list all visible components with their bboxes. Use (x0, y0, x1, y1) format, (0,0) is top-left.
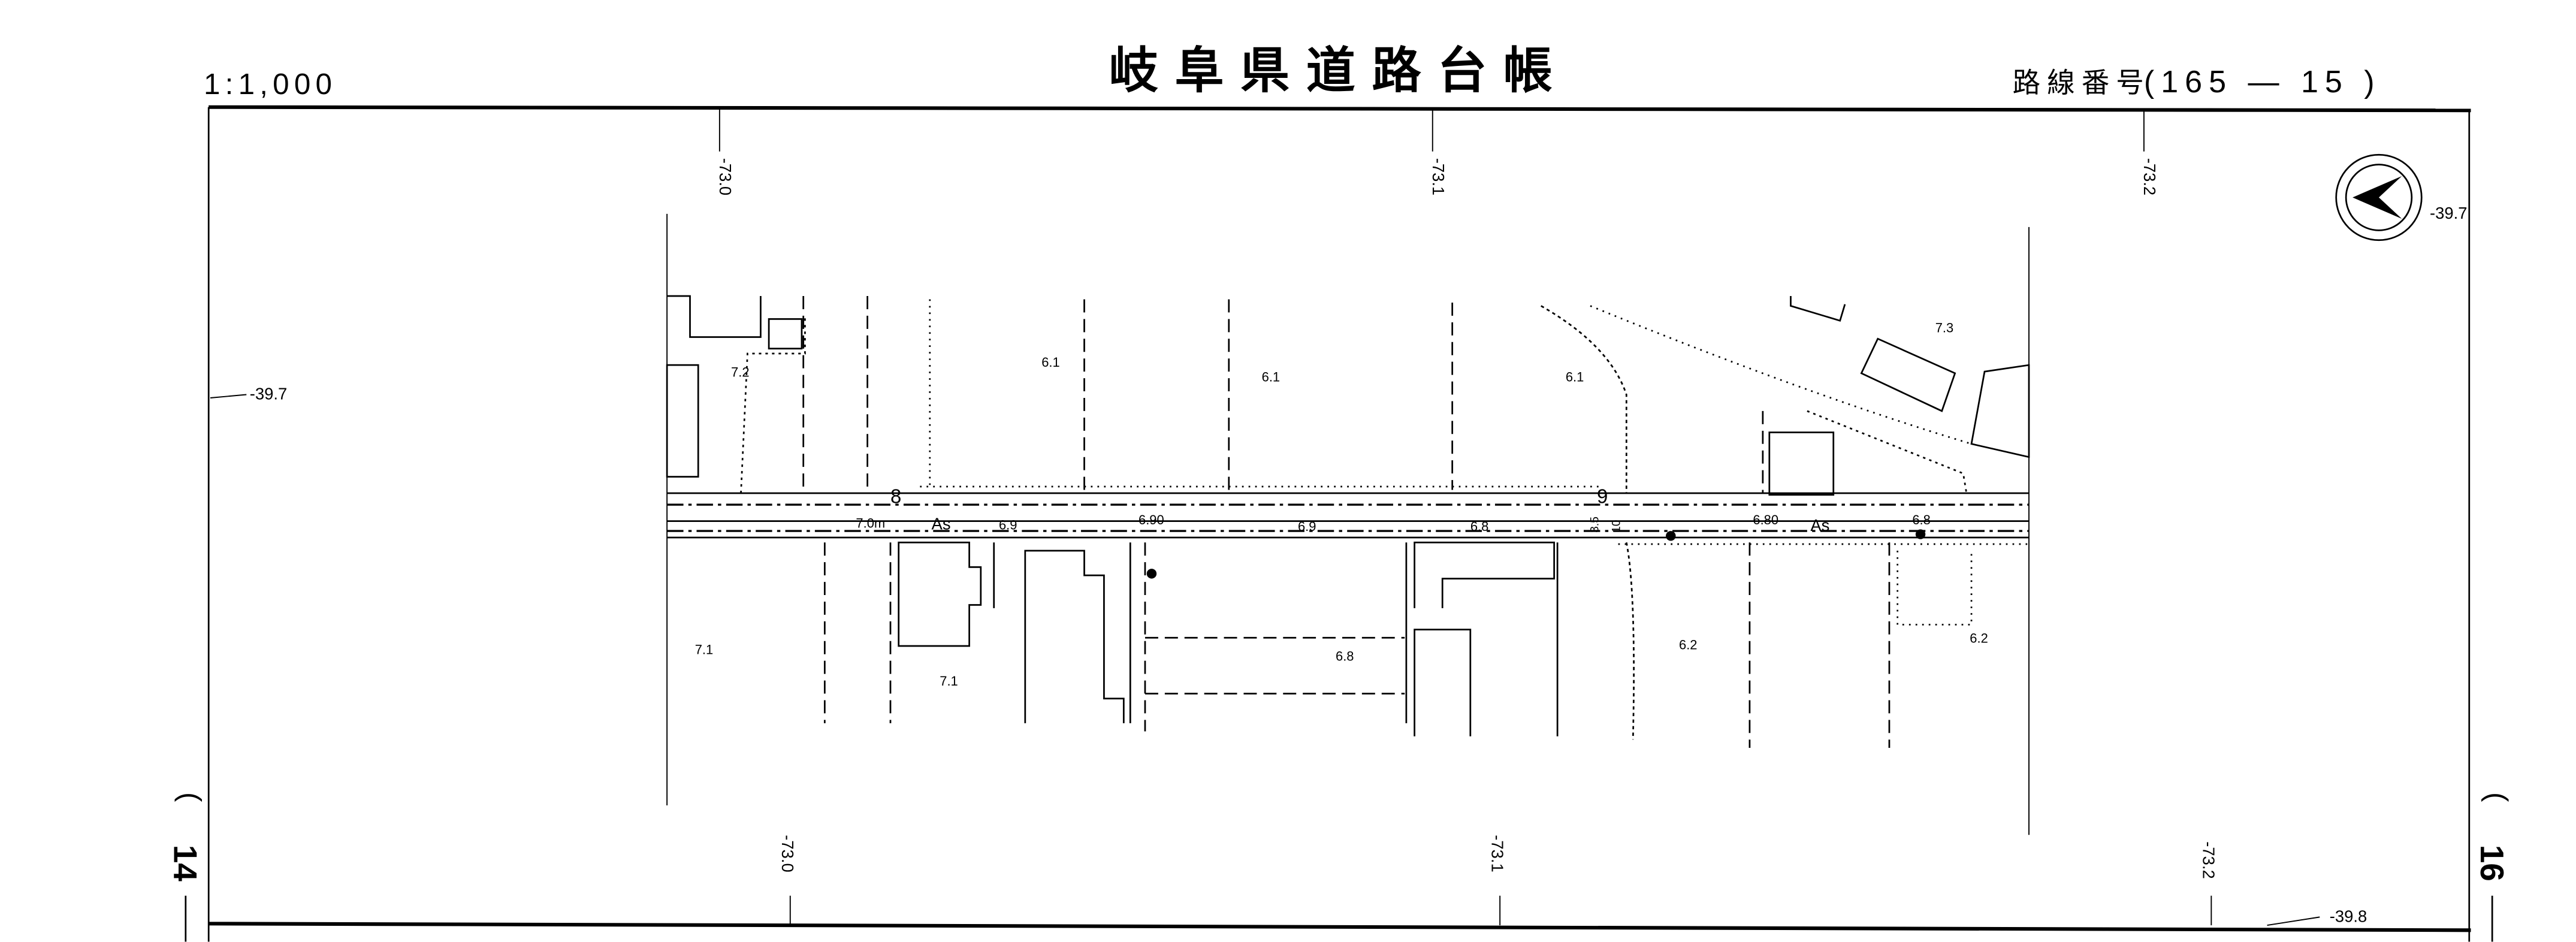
grid-tick-left: -39.7 (210, 385, 287, 403)
north-arrow-icon (2335, 153, 2423, 241)
spot-elevation: 7.2 (731, 364, 749, 379)
svg-text:-73.0: -73.0 (716, 158, 735, 195)
svg-text:-73.1: -73.1 (1488, 835, 1506, 872)
road-width-2: 3.5 (1589, 517, 1602, 533)
road (667, 485, 2030, 579)
road-elev-5: 6.80 (1753, 512, 1778, 527)
previous-sheet-number: ( 14 (167, 792, 207, 942)
svg-text:14: 14 (167, 845, 204, 881)
road-elev-2: 6.90 (1138, 512, 1164, 527)
svg-text:-73.2: -73.2 (2200, 841, 2218, 878)
spot-elevation: 6.1 (1566, 370, 1584, 385)
frame-bottom (209, 922, 2471, 932)
grid-tick-top-1: -73.0 (716, 108, 735, 195)
svg-text:-73.1: -73.1 (1429, 158, 1448, 195)
grid-label-right-top: -39.7 (2430, 204, 2467, 222)
grid-tick-bottom-3: -73.2 (2200, 841, 2218, 926)
road-width-3: 10 (1610, 520, 1623, 532)
grid-tick-bottom-right: -39.8 (2267, 907, 2367, 926)
station-8: 8 (890, 485, 901, 507)
svg-text:(: ( (174, 792, 207, 802)
spot-elevation: 6.8 (1336, 649, 1354, 664)
spot-elevation: 6.1 (1041, 355, 1059, 370)
road-elev-1: 6.9 (999, 517, 1017, 532)
station-9: 9 (1597, 485, 1608, 507)
spot-elevation: 7.1 (940, 674, 958, 689)
spot-elevation: 7.1 (695, 642, 713, 657)
parcels-south (823, 541, 1973, 748)
svg-text:-73.0: -73.0 (778, 835, 797, 872)
road-elev-3: 6.9 (1298, 519, 1316, 534)
svg-text:-73.2: -73.2 (2140, 158, 2159, 195)
route-number-label: 路線番号 (2013, 67, 2151, 98)
svg-text:16: 16 (2474, 845, 2511, 881)
svg-text:-39.8: -39.8 (2330, 907, 2367, 926)
road-elev-6: 6.8 (1912, 512, 1930, 527)
grid-tick-bottom-2: -73.1 (1488, 835, 1506, 926)
next-sheet-number: ( 16 (2474, 792, 2514, 942)
road-width-1: 7.0m (856, 516, 885, 531)
parcels-north (666, 295, 2030, 496)
page-title: 岐阜県道路台帳 (1109, 44, 1569, 98)
road-elev-4: 6.8 (1470, 519, 1488, 534)
spot-elevation: 6.1 (1262, 370, 1280, 385)
spot-elevation: 6.2 (1970, 631, 1988, 646)
spot-elevation: 6.2 (1679, 637, 1697, 652)
road-surface-2: As (1810, 516, 1829, 535)
grid-tick-top-3: -73.2 (2140, 108, 2159, 195)
frame-top (209, 105, 2471, 113)
spot-elevation: 7.3 (1935, 320, 1953, 335)
scale-label: 1:1,000 (204, 68, 337, 101)
svg-text:-39.7: -39.7 (250, 385, 287, 403)
route-number-value: (165 — 15 ) (2144, 65, 2381, 99)
grid-tick-top-2: -73.1 (1429, 108, 1448, 195)
grid-tick-bottom-1: -73.0 (778, 835, 797, 926)
svg-text:(: ( (2481, 792, 2514, 802)
road-surface-1: As (932, 514, 951, 533)
